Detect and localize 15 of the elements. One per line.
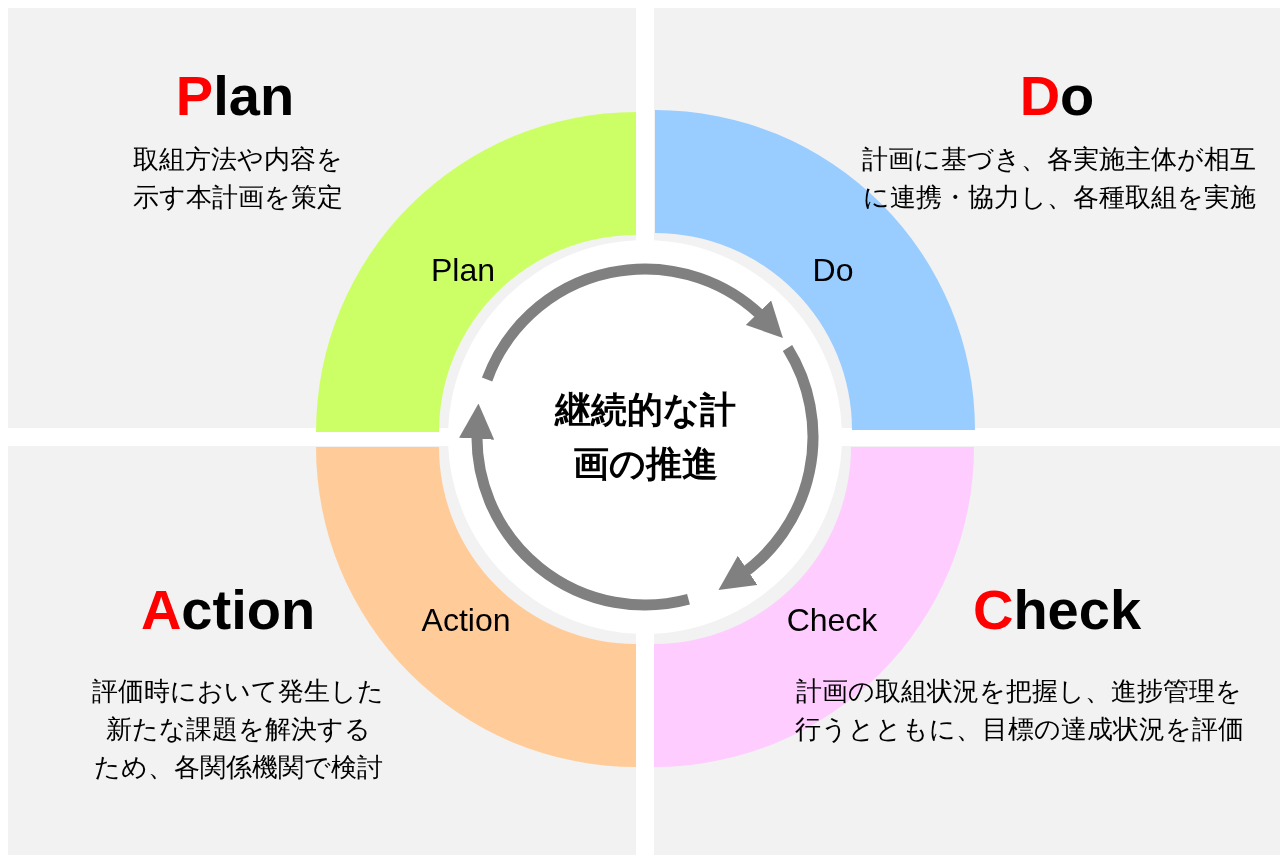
panel-description: 計画に基づき、各実施主体が相互に連携・協力し、各種取組を実施 [861,143,1257,214]
panel-heading: Do [1019,66,1095,126]
panel-description: 取組方法や内容を示す本計画を策定 [132,143,344,214]
center-text: 継続的な計画の推進 [553,388,737,486]
panel-description: 計画の取組状況を把握し、進捗管理を行うとともに、目標の達成状況を評価 [793,675,1245,746]
segment-label: Do [812,251,854,289]
panel-heading: Action [140,580,316,640]
segment-label: Action [421,601,511,639]
cycle-arrow [459,403,690,611]
segment-label: Plan [431,251,495,289]
segment-label: Check [786,601,878,639]
panel-description: 評価時において発生した新たな課題を解決するため、各関係機関で検討 [91,675,385,784]
cycle-arrow [482,263,784,382]
panel-heading: Plan [175,66,295,126]
panel-heading: Check [972,580,1142,640]
